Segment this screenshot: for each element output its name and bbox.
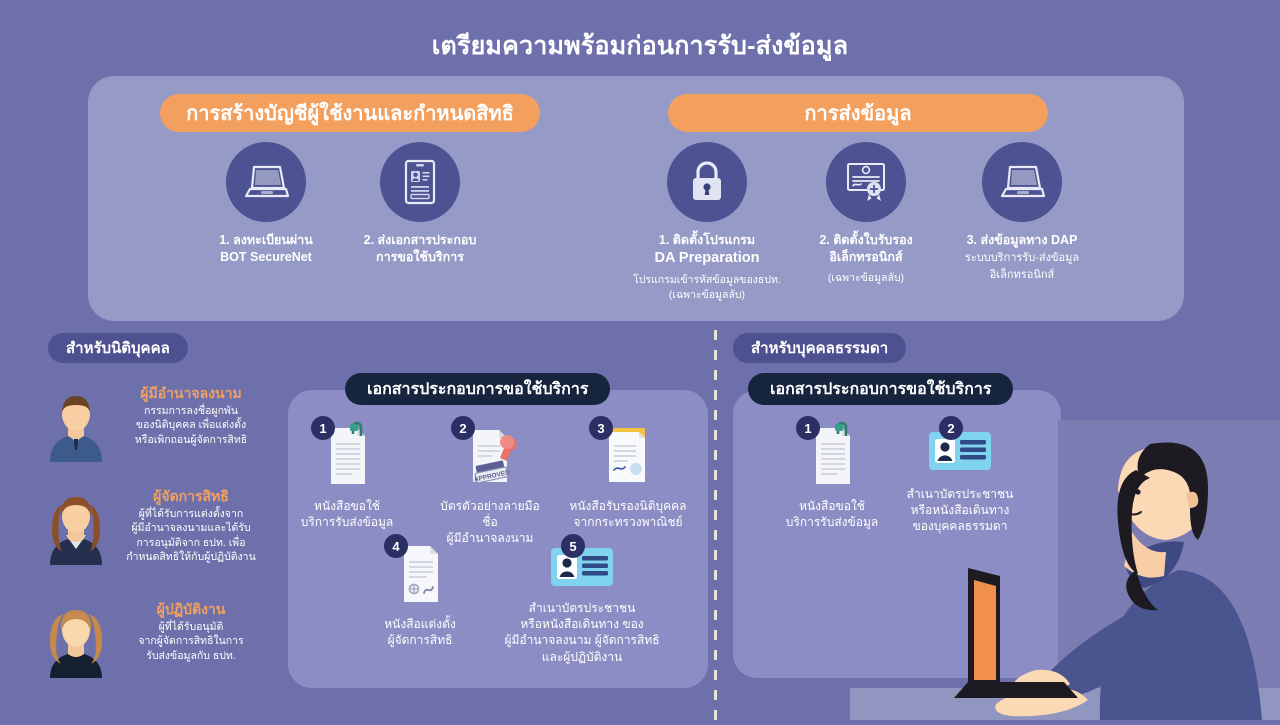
step-line1: 1. ลงทะเบียนผ่าน <box>219 233 313 247</box>
doc-label: สำเนาบัตรประชาชน หรือหนังสือเดินทาง ของบ… <box>906 487 1014 534</box>
step-line1: 2. ส่งเอกสารประกอบ <box>363 233 477 247</box>
role-title: ผู้ปฏิบัติงาน <box>156 601 226 617</box>
doc-label: บัตรตัวอย่างลายมือชื่อ ผู้มีอำนาจลงนาม <box>440 499 540 546</box>
tab-corporate: สำหรับนิติบุคคล <box>48 333 188 363</box>
paper-clip-document-icon: 1 <box>796 416 862 492</box>
doc-label: หนังสือแต่งตั้ง ผู้จัดการสิทธิ <box>384 617 456 648</box>
individual-documents-header: เอกสารประกอบการขอใช้บริการ <box>748 373 1014 405</box>
role-desc: กรรมการลงชื่อผูกพัน ของนิติบุคคล เพื่อแต… <box>134 405 248 446</box>
step-line1: 3. ส่งข้อมูลทาง DAP <box>966 233 1078 247</box>
step-send-1: 1. ติดตั้งโปรแกรม DA Preparation โปรแกรม… <box>631 142 783 302</box>
individual-documents-panel <box>733 390 1061 678</box>
corporate-documents-header: เอกสารประกอบการขอใช้บริการ <box>345 373 611 405</box>
pill-data-submission: การส่งข้อมูล <box>668 94 1048 132</box>
corporate-doc-3: 3 หนังสือรับรองนิติบุคคล จากกระทรวงพาณิช… <box>568 416 688 530</box>
doc-badge: 2 <box>451 416 475 440</box>
corporate-doc-1: 1 หนังสือขอใช้ บริการรับส่งข้อมูล <box>300 416 394 530</box>
pill-account-creation: การสร้างบัญชีผู้ใช้งานและกำหนดสิทธิ <box>160 94 540 132</box>
step-line2: อิเล็กทรอนิกส์ <box>829 249 903 264</box>
step-sub: โปรแกรมเข้ารหัสข้อมูลของธปท. (เฉพาะข้อมู… <box>633 274 781 301</box>
doc-label: หนังสือขอใช้ บริการรับส่งข้อมูล <box>300 499 394 530</box>
role-rights-manager: ผู้จัดการสิทธิ ผู้ที่ได้รับการแต่งตั้งจา… <box>44 487 266 565</box>
doc-badge: 4 <box>384 534 408 558</box>
role-text: ผู้มีอำนาจลงนาม กรรมการลงชื่อผูกพัน ของน… <box>116 384 266 447</box>
laptop-icon <box>982 142 1062 222</box>
woman-curly-hair-avatar <box>44 600 108 678</box>
step-line1: 1. ติดตั้งโปรแกรม <box>658 233 756 247</box>
role-title: ผู้มีอำนาจลงนาม <box>140 385 242 401</box>
step-account-1: 1. ลงทะเบียนผ่าน BOT SecureNet <box>204 142 328 266</box>
doc-badge: 1 <box>311 416 335 440</box>
step-line2: DA Preparation <box>654 249 760 266</box>
step-line2: ระบบบริการรับ-ส่งข้อมูล <box>964 251 1080 264</box>
laptop-icon <box>226 142 306 222</box>
signed-document-icon: 4 <box>384 534 450 610</box>
man-suit-avatar <box>44 384 108 462</box>
doc-label: หนังสือขอใช้ บริการรับส่งข้อมูล <box>785 499 879 530</box>
approved-stamp-icon: 2 APPROVED <box>451 416 523 492</box>
step-account-2: 2. ส่งเอกสารประกอบ การขอใช้บริการ <box>358 142 482 266</box>
section-divider <box>714 330 717 720</box>
role-desc: ผู้ที่ได้รับอนุมัติ จากผู้จัดการสิทธิในก… <box>138 621 244 662</box>
step-line2: การขอใช้บริการ <box>376 249 464 264</box>
role-operator: ผู้ปฏิบัติงาน ผู้ที่ได้รับอนุมัติ จากผู้… <box>44 600 266 678</box>
individual-doc-1: 1 หนังสือขอใช้ บริการรับส่งข้อมูล <box>785 416 879 530</box>
woman-long-hair-avatar <box>44 487 108 565</box>
doc-label: สำเนาบัตรประชาชน หรือหนังสือเดินทาง ของ … <box>504 601 660 664</box>
doc-label: หนังสือรับรองนิติบุคคล จากกระทรวงพาณิชย์ <box>569 499 687 530</box>
folder-document-icon: 3 <box>589 416 661 492</box>
role-authorized-signatory: ผู้มีอำนาจลงนาม กรรมการลงชื่อผูกพัน ของน… <box>44 384 266 462</box>
corporate-doc-5: 5 สำเนาบัตรประชาชน หรือหนังสือเดินทาง ขอ… <box>492 534 672 665</box>
step-sub: อิเล็กทรอนิกส์ <box>989 268 1055 281</box>
paper-clip-document-icon: 1 <box>311 416 377 492</box>
woman-at-laptop-illustration <box>850 420 1280 720</box>
step-line1: 2. ติดตั้งใบรับรอง <box>819 233 913 247</box>
step-send-3: 3. ส่งข้อมูลทาง DAP ระบบบริการรับ-ส่งข้อ… <box>958 142 1086 283</box>
individual-doc-2: 2 สำเนาบัตรประชาชน หรือหนังสือเดินทาง ขอ… <box>895 416 1025 535</box>
padlock-icon <box>667 142 747 222</box>
doc-badge: 5 <box>561 534 585 558</box>
certificate-icon <box>826 142 906 222</box>
tab-individual: สำหรับบุคคลธรรมดา <box>733 333 907 363</box>
corporate-doc-4: 4 หนังสือแต่งตั้ง ผู้จัดการสิทธิ <box>370 534 470 648</box>
doc-badge: 3 <box>589 416 613 440</box>
role-desc: ผู้ที่ได้รับการแต่งตั้งจาก ผู้มีอำนาจลงน… <box>126 508 256 563</box>
doc-badge: 1 <box>796 416 820 440</box>
role-text: ผู้จัดการสิทธิ ผู้ที่ได้รับการแต่งตั้งจา… <box>116 487 266 564</box>
role-text: ผู้ปฏิบัติงาน ผู้ที่ได้รับอนุมัติ จากผู้… <box>116 600 266 663</box>
page-title: เตรียมความพร้อมก่อนการรับ-ส่งข้อมูล <box>431 32 849 60</box>
role-title: ผู้จัดการสิทธิ <box>153 488 229 504</box>
doc-badge: 2 <box>939 416 963 440</box>
step-line2: BOT SecureNet <box>220 249 312 264</box>
id-document-icon <box>380 142 460 222</box>
corporate-doc-2: 2 APPROVED บัตรตัวอย่างลายมือชื่อ ผู้มีอ… <box>435 416 545 547</box>
id-card-icon: 2 <box>923 416 997 480</box>
step-send-2: 2. ติดตั้งใบรับรอง อิเล็กทรอนิกส์ (เฉพาะ… <box>806 142 926 285</box>
id-card-icon: 5 <box>545 534 619 594</box>
step-sub: (เฉพาะข้อมูลลับ) <box>827 271 905 284</box>
